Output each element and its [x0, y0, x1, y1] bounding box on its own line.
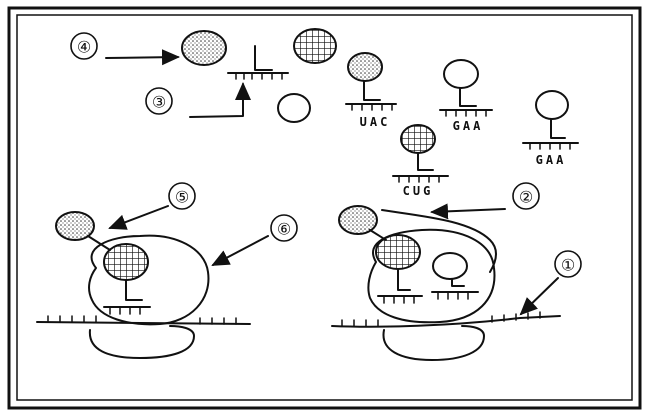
codon-cug: CUG — [403, 184, 434, 198]
arrow-label-5 — [108, 205, 169, 230]
svg-text:②: ② — [519, 188, 533, 207]
arrow-label-3 — [189, 82, 251, 118]
trna-gaa-middle: GAA — [439, 59, 493, 133]
codon-gaa-right: GAA — [536, 153, 567, 167]
arrow-label-1 — [519, 277, 559, 316]
label-5: ⑤ — [168, 182, 196, 210]
outer-frame — [7, 6, 642, 410]
label-2: ② — [512, 182, 540, 210]
free-amino-acid-dotted — [181, 30, 227, 66]
svg-text:⑥: ⑥ — [277, 220, 291, 239]
svg-text:⑤: ⑤ — [175, 188, 189, 207]
label-1: ① — [554, 250, 582, 278]
label-6: ⑥ — [270, 214, 298, 242]
svg-text:④: ④ — [77, 38, 91, 57]
inner-frame — [16, 14, 633, 401]
label-4: ④ — [70, 32, 98, 60]
svg-text:③: ③ — [152, 93, 166, 112]
uncharged-trna-top — [227, 45, 289, 80]
arrow-label-6 — [211, 235, 269, 266]
trna-uac: UAC — [345, 52, 397, 129]
label-3: ③ — [145, 87, 173, 115]
trna-gaa-right: GAA — [522, 90, 579, 167]
svg-text:①: ① — [561, 256, 575, 275]
free-amino-acid-hatched — [293, 28, 337, 64]
arrow-label-2 — [430, 203, 506, 220]
codon-uac: UAC — [360, 115, 391, 129]
arrow-label-4 — [105, 49, 180, 66]
free-amino-acid-plain — [277, 93, 311, 123]
codon-gaa-middle: GAA — [453, 119, 484, 133]
ribosome-right — [331, 205, 561, 361]
trna-cug: CUG — [392, 124, 449, 198]
ribosome-left — [36, 211, 251, 359]
